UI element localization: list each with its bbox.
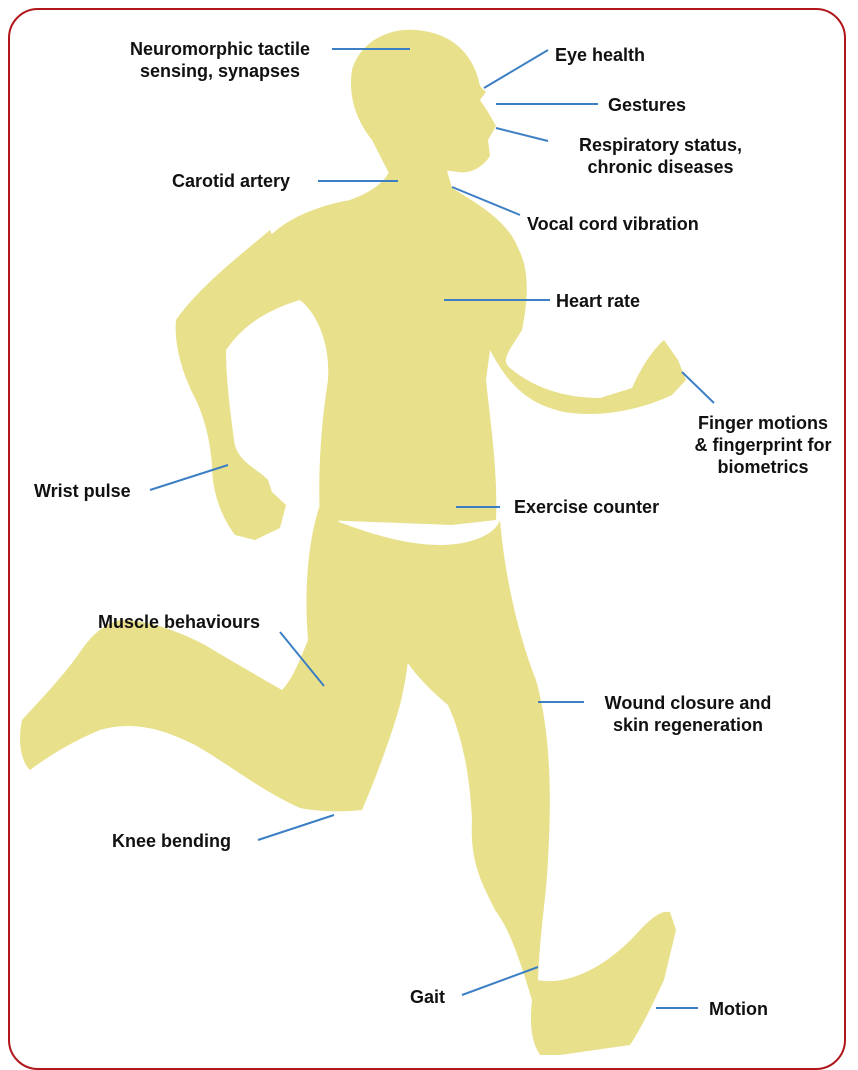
front-leg-shape (320, 515, 676, 1055)
label-knee: Knee bending (112, 830, 231, 852)
leader-respiratory (496, 128, 548, 141)
label-heart-rate: Heart rate (556, 290, 640, 312)
label-eye-health: Eye health (555, 44, 645, 66)
label-finger-text: Finger motions & fingerprint for biometr… (695, 413, 832, 477)
leader-knee (258, 815, 334, 840)
label-vocal-cord: Vocal cord vibration (527, 213, 699, 235)
label-respiratory: Respiratory status, chronic diseases (548, 134, 773, 178)
label-carotid: Carotid artery (172, 170, 290, 192)
label-exercise: Exercise counter (514, 496, 659, 518)
human-silhouette (20, 30, 686, 1055)
label-motion: Motion (709, 998, 768, 1020)
label-neuromorphic: Neuromorphic tactile sensing, synapses (110, 38, 330, 82)
leader-eye-health (484, 50, 548, 88)
label-finger: Finger motions & fingerprint for biometr… (678, 412, 848, 478)
label-wrist-pulse: Wrist pulse (34, 480, 131, 502)
label-gestures: Gestures (608, 94, 686, 116)
label-wound: Wound closure and skin regeneration (588, 692, 788, 736)
label-wound-text: Wound closure and skin regeneration (605, 693, 772, 735)
label-respiratory-text: Respiratory status, chronic diseases (579, 135, 742, 177)
leader-finger (682, 372, 714, 403)
label-neuromorphic-text: Neuromorphic tactile sensing, synapses (130, 39, 310, 81)
back-arm-shape (176, 230, 300, 540)
label-gait: Gait (410, 986, 445, 1008)
label-muscle: Muscle behaviours (98, 611, 260, 633)
